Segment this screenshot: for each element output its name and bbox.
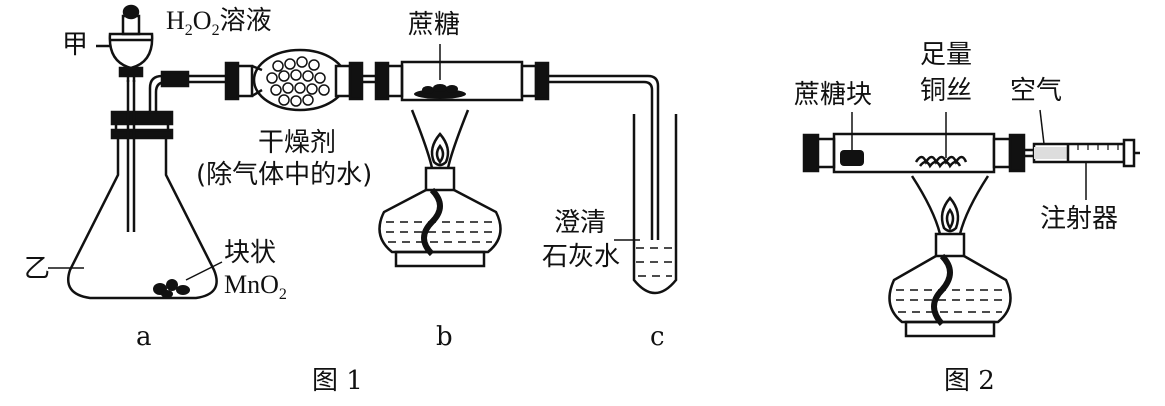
desiccant-granules (266, 56, 330, 107)
h2o2-solution-label: H2O2溶液 (166, 8, 272, 39)
conical-flask-a (67, 70, 218, 300)
h2o2-suffix: 溶液 (219, 6, 272, 36)
combustion-tube-b (362, 44, 550, 102)
solid-label: 块状 (224, 238, 277, 268)
limewater-label-line1: 澄清 (554, 208, 607, 238)
sucrose-label: 蔗糖 (408, 10, 461, 40)
separatory-funnel (96, 4, 154, 82)
combustion-tube-fig2 (802, 112, 1026, 174)
flask-label: 乙 (24, 254, 51, 284)
desiccant-label: 干燥剂 (258, 128, 337, 158)
mno2-sub: 2 (278, 286, 287, 304)
h2o2-sub2: 2 (211, 22, 220, 40)
apparatus-c-letter: c (650, 322, 665, 352)
limewater-label-line2: 石灰水 (542, 242, 621, 272)
delivery-tube (548, 74, 660, 240)
mno2-main: MnO (224, 270, 279, 299)
h2o2-sub1: 2 (184, 22, 193, 40)
apparatus-a-letter: a (136, 322, 152, 352)
alcohol-lamp-b (378, 109, 502, 268)
mno2-lumps (153, 279, 190, 298)
syringe (1024, 109, 1140, 200)
air-label: 空气 (1010, 76, 1063, 106)
h2o2-prefix: H (166, 6, 185, 35)
funnel-label: 甲 (62, 30, 89, 60)
test-tube-c (614, 114, 678, 295)
drying-tube (210, 48, 364, 112)
copper-label-line1: 足量 (920, 40, 973, 70)
apparatus-b-letter: b (436, 322, 453, 352)
figure-2-caption: 图 2 (944, 366, 995, 396)
figure-1-caption: 图 1 (312, 366, 363, 396)
alcohol-lamp-fig2 (888, 175, 1012, 338)
copper-wire (914, 155, 968, 169)
syringe-label: 注射器 (1040, 204, 1119, 234)
sucrose-pile (414, 84, 466, 99)
sucrose-block (840, 150, 864, 166)
copper-label-line2: 铜丝 (920, 76, 973, 106)
sucrose-block-label: 蔗糖块 (794, 80, 873, 110)
desiccant-note: (除气体中的水) (196, 160, 373, 190)
mno2-label: MnO2 (224, 272, 287, 303)
h2o2-mid: O (192, 6, 212, 35)
